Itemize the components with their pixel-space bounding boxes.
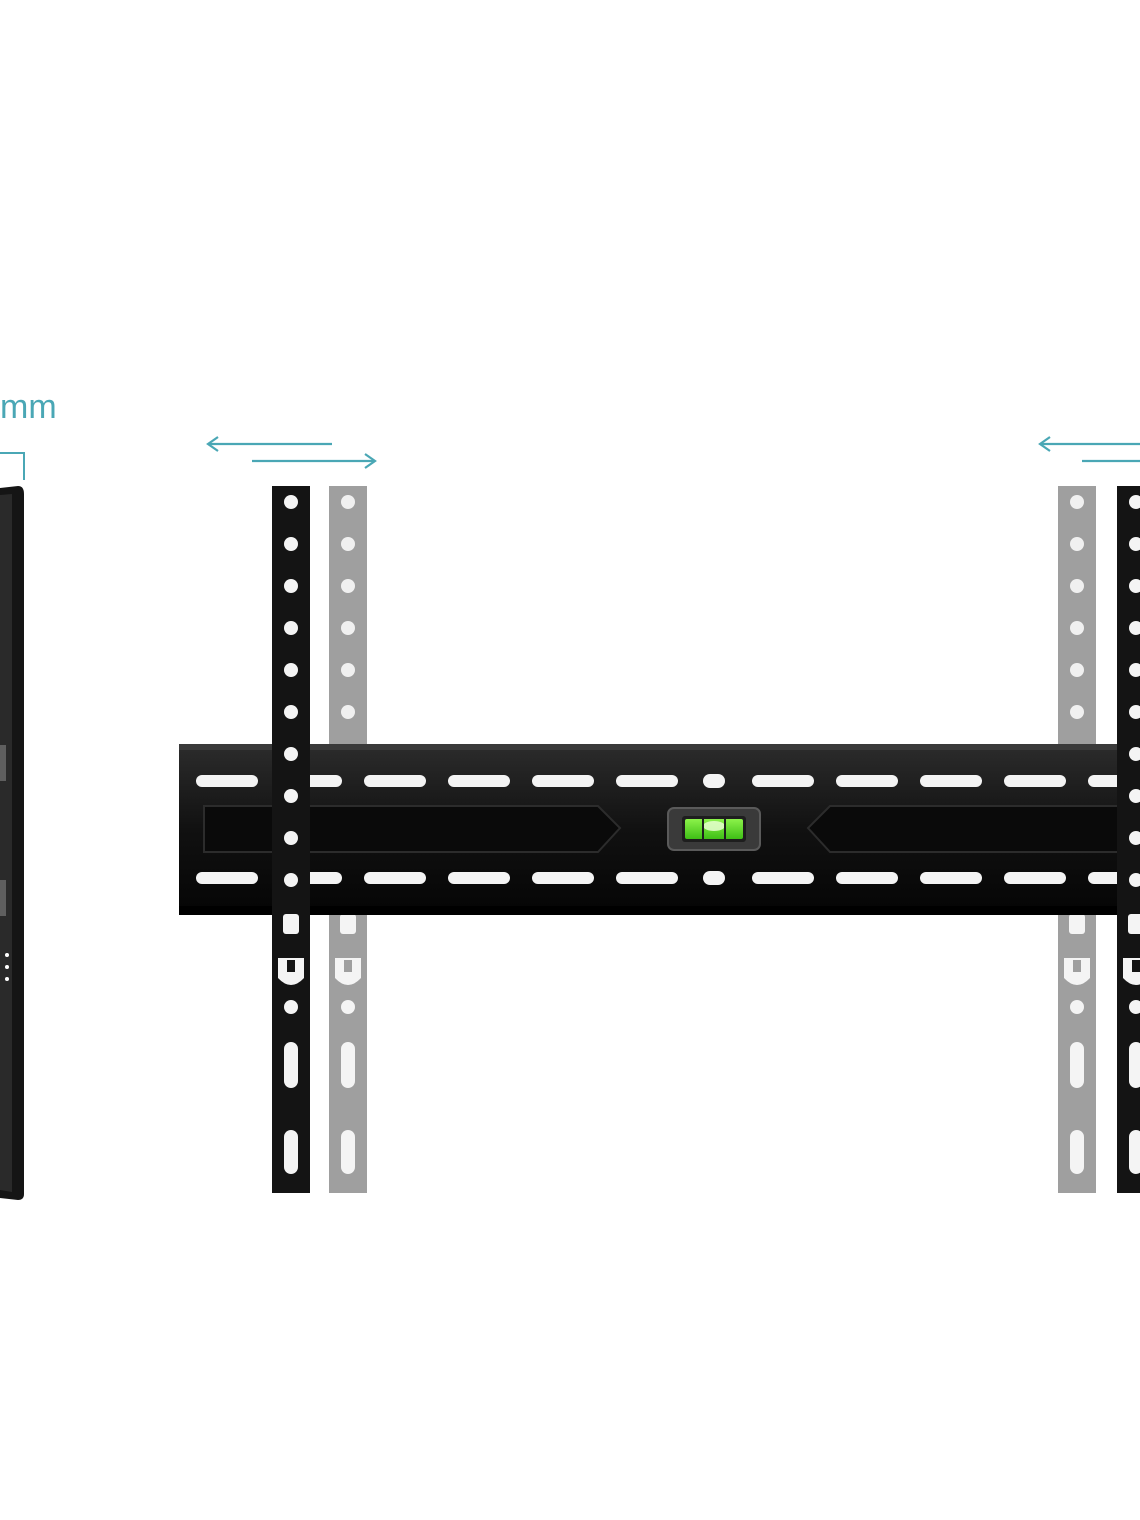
arm-hole [284, 747, 298, 761]
arm-hole [1129, 831, 1140, 845]
arm-slot [284, 1042, 298, 1088]
arm-keyhole-top [340, 914, 356, 934]
rail-slot [364, 872, 426, 884]
rail-slot [920, 775, 982, 787]
arm-hole [284, 663, 298, 677]
arm-hole [284, 537, 298, 551]
arm-slot [284, 1130, 298, 1174]
rail-slot [836, 872, 898, 884]
rail-slot [448, 872, 510, 884]
arm-slot [1070, 1130, 1084, 1174]
arm-keyhole-top [1128, 914, 1140, 934]
rail-slot [448, 775, 510, 787]
side-profile-view: mm [0, 388, 57, 1200]
arm-hole [341, 621, 355, 635]
rail-slot [920, 872, 982, 884]
arm-hook-screw [1132, 960, 1140, 972]
rail-slot [752, 872, 814, 884]
wall-rail-top-edge [179, 744, 1140, 750]
arm-hole [284, 831, 298, 845]
double-arrow-icon [1038, 436, 1140, 463]
arm-hole [341, 1000, 355, 1014]
arm-hole [1129, 663, 1140, 677]
wall-rail [179, 744, 1140, 915]
arm-plate [1117, 486, 1140, 1193]
arm-hole [284, 789, 298, 803]
arm-hole [1070, 537, 1084, 551]
arm-hole [341, 663, 355, 677]
rail-slot [616, 775, 678, 787]
arm-hole [1129, 621, 1140, 635]
rail-slot [1004, 872, 1066, 884]
arm-keyhole-top [283, 914, 299, 934]
arm-hole [1129, 537, 1140, 551]
arm-hook-screw [344, 960, 352, 972]
rail-slot [532, 872, 594, 884]
vertical-arm-left [272, 486, 310, 1193]
arm-hole [341, 705, 355, 719]
arm-slot [1129, 1130, 1140, 1174]
arm-hole [1070, 1000, 1084, 1014]
rail-center-hole [703, 871, 725, 885]
arm-slot [341, 1130, 355, 1174]
arm-hole [1070, 663, 1084, 677]
rail-slot [752, 775, 814, 787]
arm-hole [1070, 495, 1084, 509]
spirit-level-bubble [703, 821, 725, 831]
arm-hole [1129, 873, 1140, 887]
side-profile-edge [0, 494, 12, 1192]
arm-keyhole-top [1069, 914, 1085, 934]
arm-hole [284, 621, 298, 635]
rail-recess-left [203, 805, 622, 853]
spirit-level-icon [667, 807, 761, 851]
wall-rail-bottom-edge [179, 906, 1140, 915]
rail-slot [364, 775, 426, 787]
arm-slot [341, 1042, 355, 1088]
arm-hole [1129, 747, 1140, 761]
double-arrow-icon [206, 436, 377, 469]
arm-hole [341, 579, 355, 593]
arm-slot [1129, 1042, 1140, 1088]
vertical-arm-right [1117, 486, 1140, 1193]
arm-hole [1070, 621, 1084, 635]
arm-slot [1070, 1042, 1084, 1088]
arm-hole [1129, 705, 1140, 719]
arm-hole [1129, 789, 1140, 803]
rail-slot [532, 775, 594, 787]
arm-hole [284, 1000, 298, 1014]
rail-slot [196, 872, 258, 884]
arm-hole [1070, 579, 1084, 593]
arm-hole [284, 873, 298, 887]
arm-hole [341, 537, 355, 551]
side-profile-notch [0, 880, 6, 916]
rail-center-hole [703, 774, 725, 788]
rail-slot [836, 775, 898, 787]
rail-recess-right [806, 805, 1140, 853]
side-profile-hole [5, 953, 9, 957]
rail-slot [196, 775, 258, 787]
side-profile-hole [5, 977, 9, 981]
arm-hole [284, 579, 298, 593]
rail-slot [1004, 775, 1066, 787]
arm-hole [284, 705, 298, 719]
arm-hole [1129, 1000, 1140, 1014]
arm-hook-screw [1073, 960, 1081, 972]
side-profile-notch [0, 745, 6, 781]
arm-hook-screw [287, 960, 295, 972]
arm-hole [341, 495, 355, 509]
depth-dimension-line [0, 452, 25, 480]
rail-slot [616, 872, 678, 884]
depth-dimension-label: mm [0, 388, 57, 426]
arm-hole [1129, 579, 1140, 593]
arm-hole [1070, 705, 1084, 719]
side-profile-hole [5, 965, 9, 969]
arm-hole [284, 495, 298, 509]
arm-hole [1129, 495, 1140, 509]
